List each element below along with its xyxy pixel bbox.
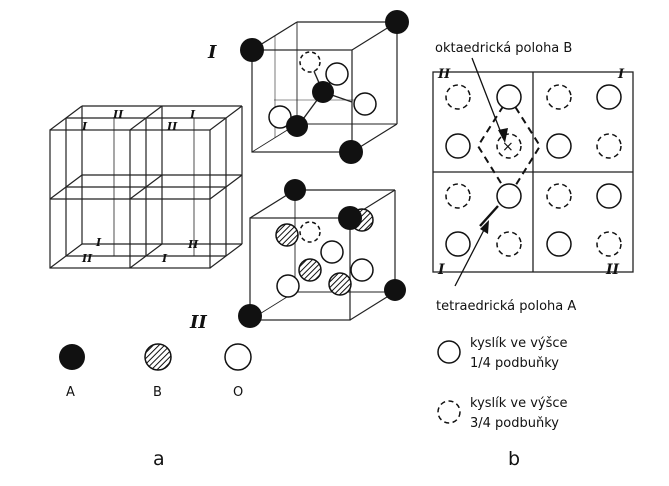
a-atom [238,304,262,328]
caption-b: b [508,448,520,470]
lattice-labels: II I I II I II II I [81,108,199,265]
label-octahedral-site: oktaedrická poloha B [435,41,572,56]
lattice-2x2x2 [49,105,243,269]
lattice-label-bot-3: II [81,252,93,265]
lattice-label-bot-4: I [161,252,168,265]
subcell-1-label: I [207,42,217,63]
legend-b-label: B [153,385,162,400]
legend-a: A B O a [59,343,252,470]
a-atom [284,179,306,201]
lattice-label-bot-2: II [187,238,199,251]
lattice-label-top-3: I [81,120,88,133]
legend-solid-line2: 1/4 podbuňky [470,356,559,371]
subcell-2: II [189,179,406,333]
grid-label-top-left: II [437,67,451,82]
legend-a-swatch [59,344,85,370]
label-tetrahedral-site: tetraedrická poloha A [436,299,576,314]
subcell-1: I [207,10,409,164]
grid-label-bottom-right: II [605,262,620,278]
a-atom [286,115,308,137]
legend-dashed-line2: 3/4 podbuňky [470,416,559,431]
a-atom [339,140,363,164]
legend-a-label: A [66,385,75,400]
legend-b: kyslík ve výšce 1/4 podbuňky kyslík ve v… [437,336,568,470]
legend-dashed-line1: kyslík ve výšce [470,396,568,411]
b-atom [298,258,322,282]
a-atom [385,10,409,34]
legend-dashed-circle [437,400,461,424]
octahedral-site-cross: × [502,139,514,155]
a-atom [384,279,406,301]
legend-b-swatch [144,343,172,371]
subcell-2-label: II [189,312,207,333]
projection-grid: × II I I II [432,67,634,278]
a-atom [338,206,362,230]
b-atom [328,272,352,296]
grid-label-bottom-left: I [437,262,445,278]
legend-o-swatch [224,343,252,371]
legend-o-label: O [233,385,243,400]
legend-solid-line1: kyslík ve výšce [470,336,568,351]
grid-label-top-right: I [617,67,625,82]
caption-a: a [153,448,165,470]
lattice-label-top-4: II [166,120,178,133]
lattice-label-top-2: I [189,108,196,121]
lattice-label-bot-1: I [95,236,102,249]
legend-solid-circle [437,340,461,364]
a-atom [312,81,334,103]
annotation-arrows [454,57,508,287]
lattice-label-top-1: II [112,108,124,121]
a-atom [240,38,264,62]
b-atom [275,223,299,247]
